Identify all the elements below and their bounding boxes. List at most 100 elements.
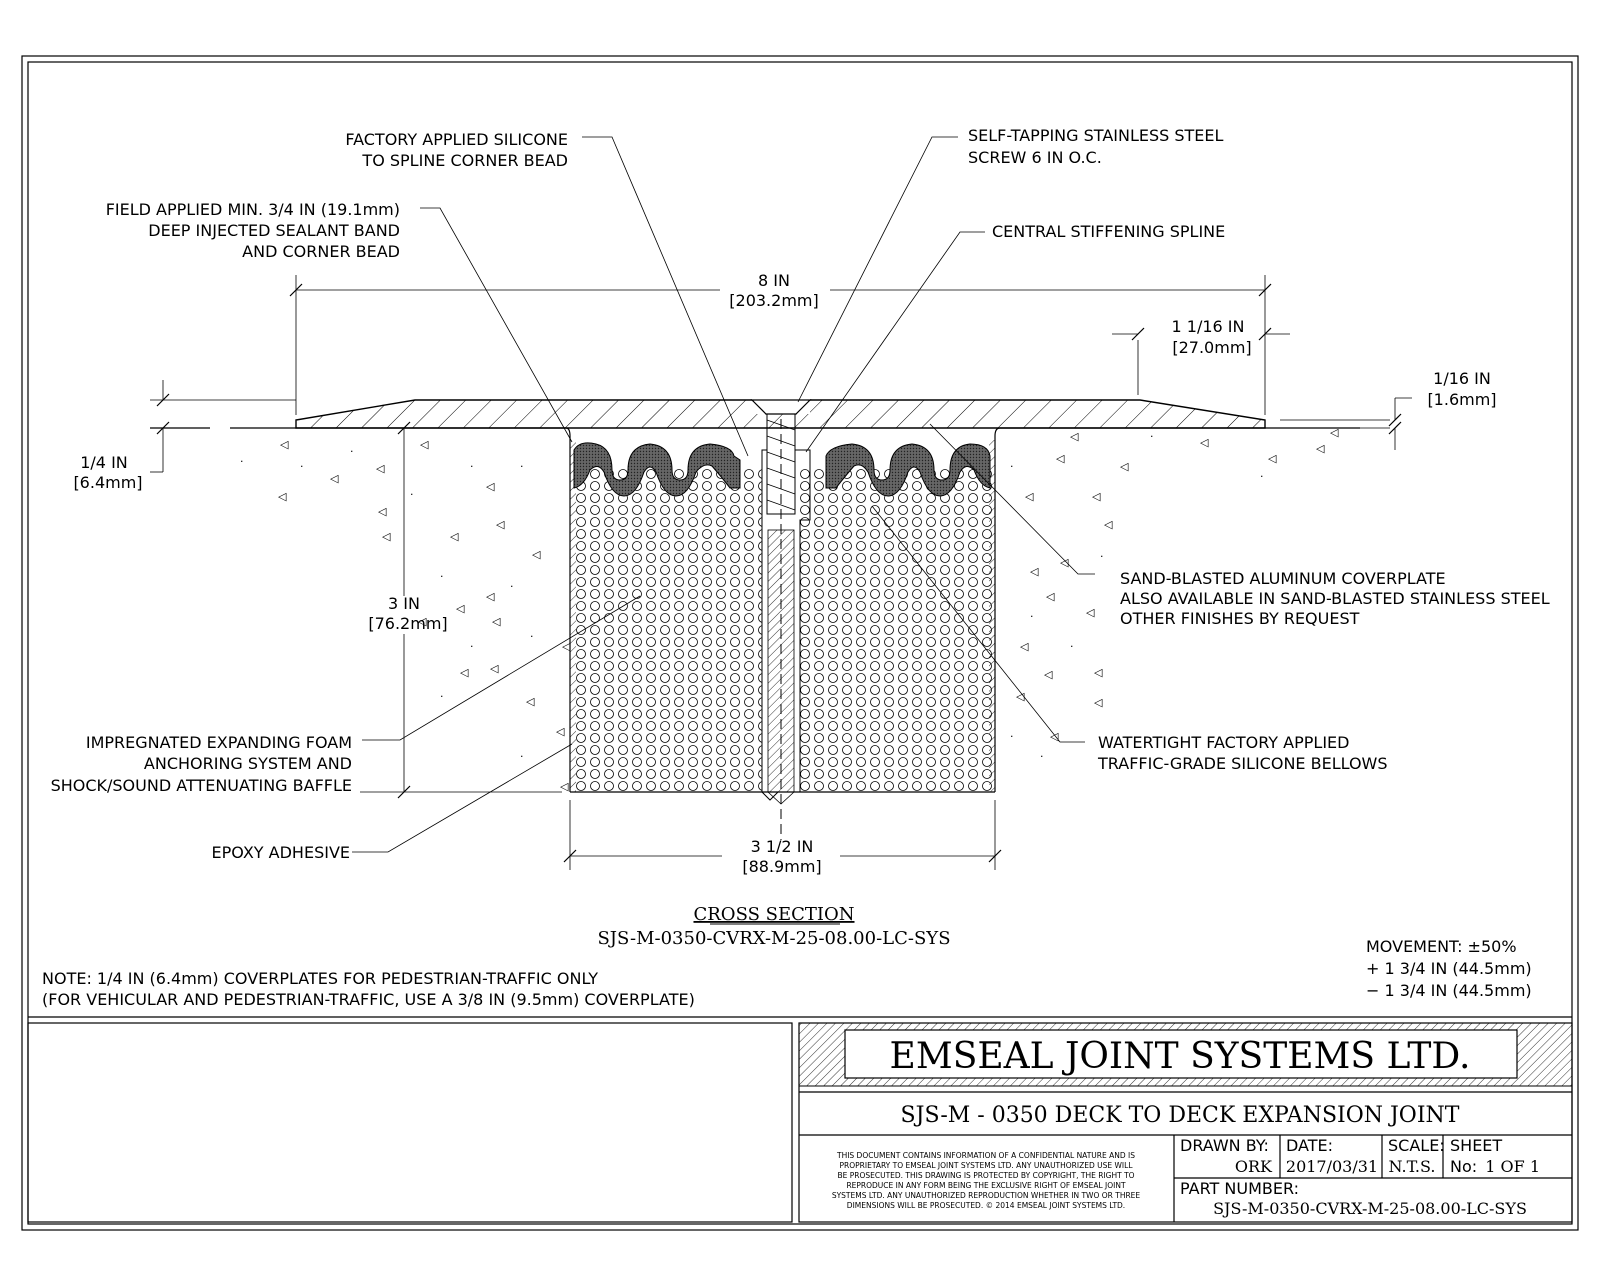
sheet-no-label: No: bbox=[1450, 1157, 1477, 1176]
svg-text:◁: ◁ bbox=[492, 615, 501, 628]
svg-text:◁: ◁ bbox=[560, 780, 569, 793]
movement-line-2: + 1 3/4 IN (44.5mm) bbox=[1366, 959, 1532, 978]
svg-text:◁: ◁ bbox=[376, 462, 385, 475]
label-coverplate-2: ALSO AVAILABLE IN SAND-BLASTED STAINLESS… bbox=[1120, 589, 1550, 608]
svg-text:◁: ◁ bbox=[562, 640, 571, 653]
part-number-value: SJS-M-0350-CVRX-M-25-08.00-LC-SYS bbox=[1213, 1199, 1527, 1218]
dimension-labels: 8 IN [203.2mm] 1 1/16 IN [27.0mm] 1/16 I… bbox=[73, 271, 1496, 876]
label-bellows-2: TRAFFIC-GRADE SILICONE BELLOWS bbox=[1097, 754, 1388, 773]
svg-text:◁: ◁ bbox=[532, 548, 541, 561]
svg-text:◁: ◁ bbox=[490, 662, 499, 675]
label-coverplate-1: SAND-BLASTED ALUMINUM COVERPLATE bbox=[1120, 569, 1446, 588]
svg-text:◁: ◁ bbox=[1056, 452, 1065, 465]
svg-text:·: · bbox=[1040, 750, 1044, 763]
note-line-1: NOTE: 1/4 IN (6.4mm) COVERPLATES FOR PED… bbox=[42, 969, 598, 988]
label-bellows-1: WATERTIGHT FACTORY APPLIED bbox=[1098, 733, 1349, 752]
movement-line-1: MOVEMENT: ±50% bbox=[1366, 937, 1517, 956]
silicone-bellows bbox=[573, 442, 991, 497]
svg-text:◁: ◁ bbox=[1025, 490, 1034, 503]
note-line-2: (FOR VEHICULAR AND PEDESTRIAN-TRAFFIC, U… bbox=[42, 990, 695, 1009]
dim-plate-mm: [1.6mm] bbox=[1427, 390, 1496, 409]
svg-text:·: · bbox=[240, 455, 244, 468]
svg-text:◁: ◁ bbox=[1268, 452, 1277, 465]
sheet-label: SHEET bbox=[1450, 1136, 1502, 1155]
svg-text:·: · bbox=[470, 640, 474, 653]
dim-edge-mm: [27.0mm] bbox=[1172, 338, 1251, 357]
svg-text:·: · bbox=[1030, 610, 1034, 623]
scale-value: N.T.S. bbox=[1389, 1157, 1436, 1176]
confidential-line-3: BE PROSECUTED. THIS DRAWING IS PROTECTED… bbox=[837, 1171, 1134, 1180]
drawing-title: SJS-M - 0350 DECK TO DECK EXPANSION JOIN… bbox=[901, 1103, 1460, 1128]
svg-text:◁: ◁ bbox=[526, 695, 535, 708]
svg-text:◁: ◁ bbox=[1030, 565, 1039, 578]
svg-text:·: · bbox=[520, 750, 524, 763]
svg-text:◁: ◁ bbox=[1092, 490, 1101, 503]
label-foam-3: SHOCK/SOUND ATTENUATING BAFFLE bbox=[51, 776, 352, 795]
drawn-by-label: DRAWN BY: bbox=[1180, 1136, 1269, 1155]
svg-text:◁: ◁ bbox=[378, 505, 387, 518]
confidential-line-5: SYSTEMS LTD. ANY UNAUTHORIZED REPRODUCTI… bbox=[832, 1191, 1141, 1200]
section-title: CROSS SECTION bbox=[693, 904, 854, 925]
svg-text:·: · bbox=[1010, 460, 1014, 473]
svg-text:◁: ◁ bbox=[556, 725, 565, 738]
svg-text:·: · bbox=[440, 690, 444, 703]
svg-text:◁: ◁ bbox=[1094, 666, 1103, 679]
svg-text:◁: ◁ bbox=[1094, 696, 1103, 709]
svg-text:·: · bbox=[530, 630, 534, 643]
svg-text:·: · bbox=[1150, 430, 1154, 443]
dim-width-mm: [203.2mm] bbox=[729, 291, 818, 310]
svg-text:·: · bbox=[350, 445, 354, 458]
dimension-lines bbox=[150, 275, 1412, 870]
svg-text:◁: ◁ bbox=[1104, 518, 1113, 531]
svg-text:◁: ◁ bbox=[1020, 640, 1029, 653]
svg-text:◁: ◁ bbox=[1016, 690, 1025, 703]
sheet-no-value: 1 OF 1 bbox=[1485, 1157, 1540, 1176]
dim-gap-in: 3 1/2 IN bbox=[751, 837, 814, 856]
svg-text:◁: ◁ bbox=[486, 590, 495, 603]
svg-text:◁: ◁ bbox=[1316, 442, 1325, 455]
dim-thick-mm: [6.4mm] bbox=[73, 473, 142, 492]
title-block: EMSEAL JOINT SYSTEMS LTD. SJS-M - 0350 D… bbox=[27, 1022, 1573, 1223]
svg-text:◁: ◁ bbox=[456, 602, 465, 615]
leader-lines bbox=[352, 136, 1095, 853]
foam-block-left bbox=[574, 468, 762, 792]
dim-edge-in: 1 1/16 IN bbox=[1172, 317, 1245, 336]
svg-text:◁: ◁ bbox=[496, 518, 505, 531]
company-name: EMSEAL JOINT SYSTEMS LTD. bbox=[890, 1036, 1471, 1077]
svg-text:◁: ◁ bbox=[1070, 430, 1079, 443]
svg-text:◁: ◁ bbox=[382, 530, 391, 543]
svg-text:◁: ◁ bbox=[1050, 730, 1059, 743]
svg-text:◁: ◁ bbox=[278, 490, 287, 503]
label-coverplate-3: OTHER FINISHES BY REQUEST bbox=[1120, 609, 1360, 628]
drawn-by-value: ORK bbox=[1235, 1157, 1273, 1176]
svg-text:◁: ◁ bbox=[280, 438, 289, 451]
svg-text:·: · bbox=[410, 488, 414, 501]
label-screw-1: SELF-TAPPING STAINLESS STEEL bbox=[968, 126, 1224, 145]
dim-width-in: 8 IN bbox=[758, 271, 790, 290]
date-value: 2017/03/31 bbox=[1286, 1157, 1378, 1176]
confidential-line-6: DIMENSIONS WILL BE PROSECUTED. © 2014 EM… bbox=[847, 1201, 1125, 1210]
dim-gap-mm: [88.9mm] bbox=[742, 857, 821, 876]
svg-text:·: · bbox=[440, 570, 444, 583]
svg-text:◁: ◁ bbox=[1060, 556, 1069, 569]
svg-text:◁: ◁ bbox=[1046, 590, 1055, 603]
label-foam-1: IMPREGNATED EXPANDING FOAM bbox=[86, 733, 352, 752]
label-screw-2: SCREW 6 IN O.C. bbox=[968, 148, 1102, 167]
date-label: DATE: bbox=[1286, 1136, 1333, 1155]
svg-text:◁: ◁ bbox=[486, 480, 495, 493]
svg-text:·: · bbox=[520, 460, 524, 473]
sheet-border-outer bbox=[21, 55, 1579, 1231]
confidential-line-4: REPRODUCE IN ANY FORM BEING THE EXCLUSIV… bbox=[846, 1181, 1126, 1190]
callout-labels: FACTORY APPLIED SILICONE TO SPLINE CORNE… bbox=[51, 126, 1550, 862]
svg-text:·: · bbox=[510, 580, 514, 593]
confidential-line-2: PROPRIETARY TO EMSEAL JOINT SYSTEMS LTD.… bbox=[840, 1161, 1134, 1170]
svg-text:◁: ◁ bbox=[330, 472, 339, 485]
svg-text:·: · bbox=[300, 460, 304, 473]
dim-depth-mm: [76.2mm] bbox=[368, 614, 447, 633]
svg-text:◁: ◁ bbox=[1044, 668, 1053, 681]
confidential-line-1: THIS DOCUMENT CONTAINS INFORMATION OF A … bbox=[836, 1151, 1135, 1160]
svg-text:◁: ◁ bbox=[1200, 436, 1209, 449]
scale-label: SCALE: bbox=[1388, 1136, 1445, 1155]
svg-text:◁: ◁ bbox=[418, 615, 427, 628]
